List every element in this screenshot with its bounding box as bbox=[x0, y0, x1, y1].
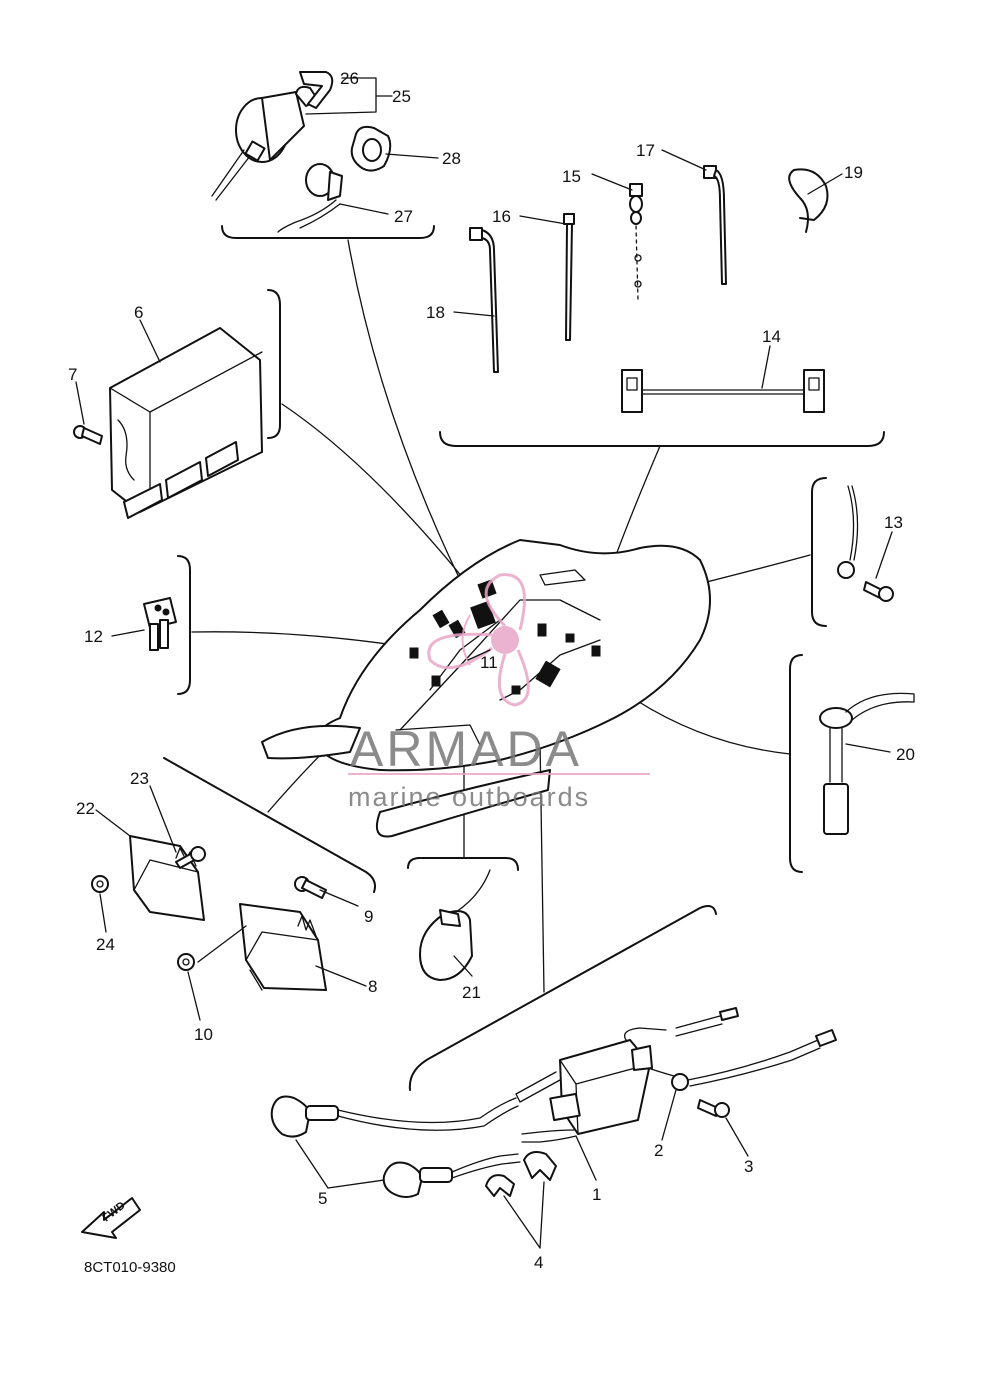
callout-19: 19 bbox=[844, 163, 863, 182]
callout-23: 23 bbox=[130, 769, 149, 788]
callout-16: 16 bbox=[492, 207, 511, 226]
wire-harness bbox=[261, 539, 711, 838]
callout-18: 18 bbox=[426, 303, 445, 322]
part-main-switch bbox=[211, 71, 334, 201]
part-fuse-holder-15 bbox=[629, 183, 643, 301]
part-nut-10 bbox=[177, 953, 195, 971]
part-cdi-unit bbox=[109, 327, 263, 519]
callout-12: 12 bbox=[84, 627, 103, 646]
part-bolt-23 bbox=[175, 846, 206, 869]
part-bolt-3 bbox=[697, 1099, 730, 1118]
part-bolt-9 bbox=[294, 876, 327, 899]
watermark: ARMADA marine outboards bbox=[348, 573, 650, 812]
callout-21: 21 bbox=[462, 983, 481, 1002]
part-plug-caps-5 bbox=[270, 1095, 521, 1198]
callout-leaders bbox=[75, 77, 893, 1249]
part-ground-lead-2 bbox=[647, 1029, 837, 1091]
callout-8: 8 bbox=[368, 977, 377, 996]
part-sensor-20 bbox=[819, 692, 915, 835]
callout-4: 4 bbox=[534, 1253, 543, 1272]
part-cable-tie-16 bbox=[563, 213, 575, 341]
callout-22: 22 bbox=[76, 799, 95, 818]
group-brackets bbox=[163, 225, 885, 1091]
callout-3: 3 bbox=[744, 1157, 753, 1176]
callout-14: 14 bbox=[762, 327, 781, 346]
watermark-brand: ARMADA bbox=[350, 721, 582, 777]
part-cable-tie-17 bbox=[703, 165, 727, 285]
watermark-tagline: marine outboards bbox=[348, 782, 590, 812]
callout-9: 9 bbox=[364, 907, 373, 926]
part-ignition-coil-1 bbox=[515, 1007, 739, 1143]
callout-10: 10 bbox=[194, 1025, 213, 1044]
part-condenser-21 bbox=[419, 869, 491, 981]
part-ground-wire-13 bbox=[837, 485, 894, 602]
callout-15: 15 bbox=[562, 167, 581, 186]
part-clip-19 bbox=[788, 168, 829, 233]
callout-11: 11 bbox=[480, 653, 498, 672]
forward-arrow-icon: FWD bbox=[81, 1197, 141, 1239]
callout-labels: 26 25 28 27 6 7 15 16 17 19 18 14 12 13 … bbox=[68, 69, 915, 1272]
callout-13: 13 bbox=[884, 513, 903, 532]
callout-17: 17 bbox=[636, 141, 655, 160]
part-connector-12 bbox=[143, 597, 177, 651]
callout-25: 25 bbox=[392, 87, 411, 106]
callout-6: 6 bbox=[134, 303, 143, 322]
callout-5: 5 bbox=[318, 1189, 327, 1208]
part-regulator-8 bbox=[239, 903, 327, 991]
callout-7: 7 bbox=[68, 365, 77, 384]
callout-24: 24 bbox=[96, 935, 115, 954]
propeller-logo-icon bbox=[427, 573, 530, 707]
part-nut-24 bbox=[91, 875, 109, 893]
part-lanyard-switch bbox=[277, 163, 343, 233]
callout-20: 20 bbox=[896, 745, 915, 764]
callout-2: 2 bbox=[654, 1141, 663, 1160]
part-bolt-7 bbox=[73, 425, 103, 445]
part-cable-tie-18 bbox=[469, 227, 499, 373]
part-clamps-4 bbox=[485, 1151, 557, 1197]
diagram-code: 8CT010-9380 bbox=[84, 1259, 176, 1276]
part-ground-lead-14 bbox=[621, 369, 825, 413]
part-stop-switch-cap bbox=[350, 125, 392, 172]
callout-27: 27 bbox=[394, 207, 413, 226]
callout-26: 26 bbox=[340, 69, 359, 88]
callout-28: 28 bbox=[442, 149, 461, 168]
callout-1: 1 bbox=[592, 1185, 601, 1204]
